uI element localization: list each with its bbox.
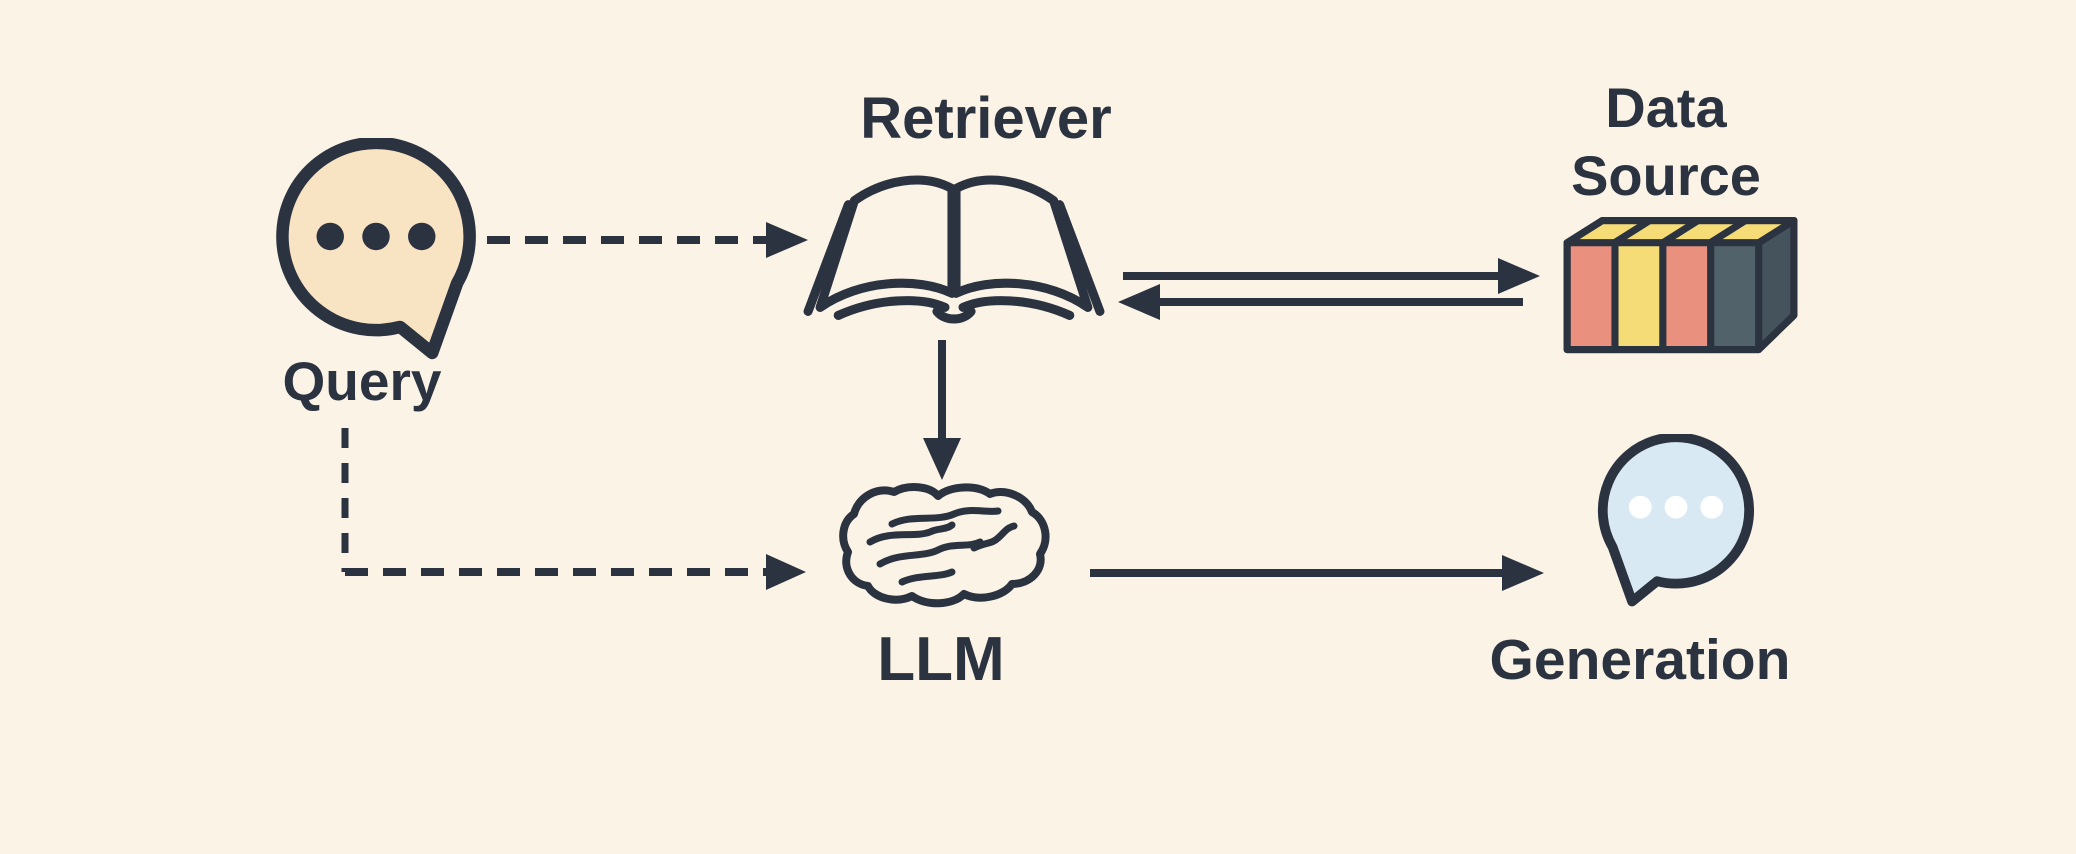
book-bottom-notch — [932, 306, 976, 324]
chat-bubble-icon — [276, 138, 476, 360]
datasource-outline — [1563, 217, 1798, 354]
edge-llm-to-generation-arrow — [1090, 555, 1544, 591]
edge-datasource-to-retriever-arrow — [1118, 284, 1523, 320]
edge-query-to-llm-arrow — [341, 428, 806, 590]
datasource-top-divider — [1661, 217, 1701, 246]
bubble-dot — [362, 222, 390, 251]
datasource-book-bar — [1659, 239, 1715, 354]
book-page-stack-left — [833, 296, 950, 320]
retriever-label: Retriever — [860, 86, 1112, 151]
datasource-top-divider — [1708, 217, 1748, 246]
book-row-database-icon — [1563, 217, 1798, 354]
generation-label: Generation — [1489, 628, 1791, 692]
datasource-book-bar — [1707, 239, 1763, 354]
book-page-stack-right — [958, 296, 1075, 320]
datasource-book-bar — [1563, 239, 1619, 354]
edge-retriever-to-datasource-arrow — [1123, 258, 1540, 294]
edge-retriever-to-llm-arrow — [923, 340, 961, 480]
bubble-dot — [1700, 495, 1724, 519]
edge-query-to-retriever-arrow — [487, 222, 808, 258]
generation-bubble-shape — [1597, 434, 1755, 607]
book-right-page — [951, 175, 1093, 312]
datasource-top-divider — [1612, 217, 1652, 246]
bubble-dot — [1664, 495, 1688, 519]
bubble-dot — [316, 222, 344, 251]
datasource-book-bar — [1611, 239, 1667, 354]
bubble-dot — [408, 222, 436, 251]
query-label: Query — [282, 350, 442, 412]
open-book-icon — [803, 175, 1105, 324]
brain-icon — [839, 483, 1050, 608]
llm-label: LLM — [877, 625, 1005, 694]
data-source-label: Data Source — [1571, 76, 1761, 208]
book-left-page — [815, 175, 957, 312]
chat-bubble-icon — [1597, 434, 1755, 607]
bubble-dot — [1628, 495, 1652, 519]
brain-folds — [866, 507, 1018, 586]
book-right-cover-edge — [1055, 200, 1105, 316]
book-left-cover-edge — [803, 200, 853, 316]
